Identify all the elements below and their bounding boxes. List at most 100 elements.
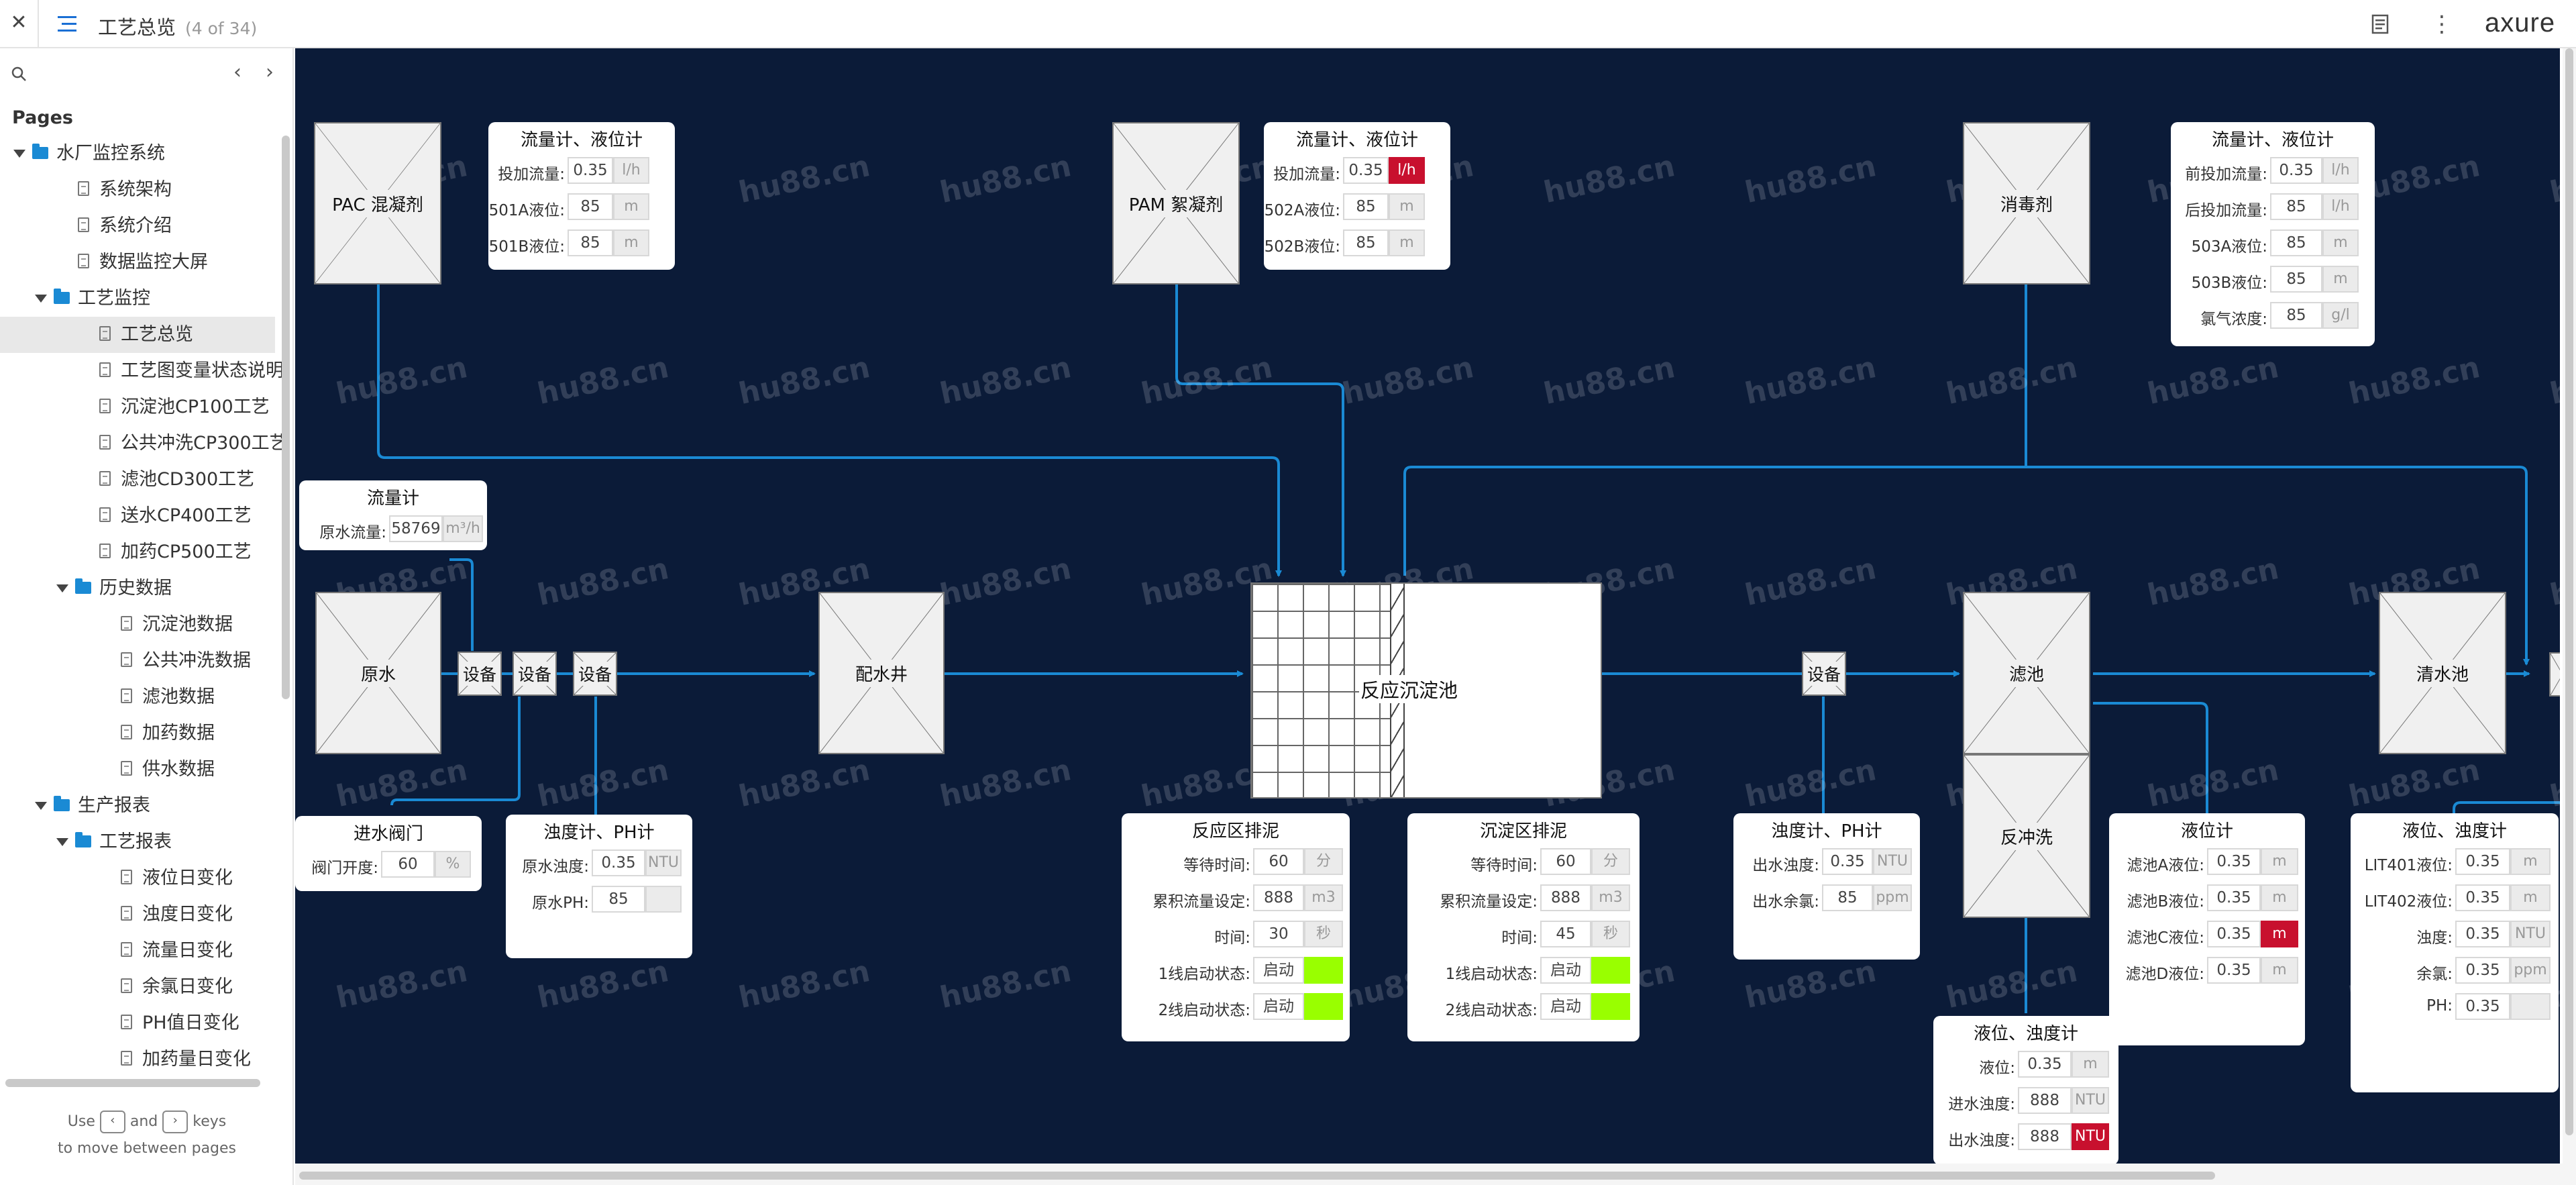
field-value[interactable]: 85 [568, 229, 613, 256]
sidebar-item[interactable]: 液位日变化 [0, 860, 275, 896]
field-value[interactable]: 60 [1540, 848, 1591, 875]
pam-node[interactable]: PAM 絮凝剂 [1112, 122, 1240, 285]
sidebar-item[interactable]: 系统介绍 [0, 208, 275, 244]
field-value[interactable]: 888 [1253, 884, 1304, 911]
search-icon[interactable] [11, 66, 28, 83]
field-value[interactable]: 0.35 [2018, 1051, 2072, 1078]
sidebar-horizontal-scrollbar[interactable] [5, 1079, 260, 1087]
sidebar-item[interactable]: 余氯日变化 [0, 969, 275, 1005]
sidebar-item[interactable]: 流量日变化 [0, 933, 275, 969]
field-value[interactable]: 启动 [1540, 993, 1591, 1020]
more-options-icon[interactable]: ⋮ [2430, 11, 2453, 38]
sidebar-item[interactable]: 工艺报表 [0, 824, 275, 860]
sidebar-item[interactable]: 数据监控大屏 [0, 244, 275, 280]
field-value[interactable]: 60 [1253, 848, 1304, 875]
expand-arrow-icon[interactable] [13, 150, 25, 158]
field-label: 原水浊度: [522, 858, 589, 876]
disinfectant-node[interactable]: 消毒剂 [1963, 122, 2090, 285]
field-value[interactable]: 启动 [1253, 993, 1304, 1020]
sidebar-item[interactable]: 沉淀池数据 [0, 607, 275, 643]
field-value[interactable]: 85 [1343, 193, 1389, 220]
next-device-node[interactable] [2549, 652, 2560, 697]
canvas-vertical-scroll-thumb[interactable] [2565, 48, 2573, 1135]
sidebar-item[interactable]: 浊度日变化 [0, 896, 275, 933]
sidebar-item[interactable]: 工艺图变量状态说明 [0, 353, 284, 389]
distribution-well-node[interactable]: 配水井 [818, 592, 945, 754]
sidebar-vertical-scrollbar[interactable] [282, 136, 290, 699]
sidebar-item[interactable]: 公共冲洗CP300工艺 [0, 425, 288, 462]
field-value[interactable]: 0.35 [2207, 957, 2261, 984]
field-value[interactable]: 0.35 [1343, 157, 1389, 184]
sidebar-item[interactable]: 历史数据 [0, 570, 275, 607]
sidebar-item[interactable]: 加药CP500工艺 [0, 534, 275, 570]
expand-arrow-icon[interactable] [56, 584, 68, 592]
field-value[interactable]: 0.35 [2455, 884, 2510, 911]
field-value[interactable]: 0.35 [2455, 921, 2510, 947]
field-value[interactable]: 0.35 [1822, 848, 1873, 875]
field-value[interactable]: 30 [1253, 921, 1304, 947]
backwash-node[interactable]: 反冲洗 [1963, 754, 2090, 918]
sidebar-item[interactable]: 沉淀池CP100工艺 [0, 389, 275, 425]
field-value[interactable]: 85 [2270, 302, 2322, 329]
field-value[interactable]: 0.35 [2207, 884, 2261, 911]
field-label: 前投加流量: [2185, 166, 2267, 183]
close-icon[interactable]: ✕ [10, 11, 28, 34]
field-value[interactable]: 45 [1540, 921, 1591, 947]
sidebar-item[interactable]: 加药量日变化 [0, 1041, 275, 1078]
sidebar-item[interactable]: 水厂监控系统 [0, 136, 275, 172]
sidebar-item[interactable]: PH值日变化 [0, 1005, 275, 1041]
sidebar-item[interactable]: 工艺总览 [0, 317, 275, 353]
field-value[interactable]: 启动 [1540, 957, 1591, 984]
field-value[interactable]: 0.35 [2455, 993, 2510, 1020]
field-value[interactable]: 85 [1822, 884, 1873, 911]
canvas-vertical-scrollbar[interactable] [2563, 48, 2576, 1185]
canvas-horizontal-scrollbar[interactable] [295, 1164, 2563, 1185]
clear-pool-node[interactable]: 清水池 [2379, 592, 2506, 754]
field-value[interactable]: 0.35 [2455, 957, 2510, 984]
sitemap-menu-icon[interactable] [55, 12, 79, 36]
field-value[interactable]: 85 [2270, 229, 2322, 256]
field-value[interactable]: 85 [2270, 266, 2322, 293]
field-value[interactable]: 85 [568, 193, 613, 220]
expand-arrow-icon[interactable] [35, 802, 47, 810]
sidebar-item[interactable]: 滤池数据 [0, 679, 275, 715]
field-value[interactable]: 0.35 [2207, 848, 2261, 875]
sidebar-item[interactable]: 工艺监控 [0, 280, 275, 317]
sidebar-item[interactable]: 供水数据 [0, 752, 275, 788]
field-value[interactable]: 0.35 [568, 157, 613, 184]
canvas-horizontal-scroll-thumb[interactable] [299, 1172, 2215, 1180]
field-value[interactable]: 888 [2018, 1123, 2072, 1150]
field-value[interactable]: 0.35 [2270, 157, 2322, 184]
sidebar-item[interactable]: 加药数据 [0, 715, 275, 752]
field-value[interactable]: 0.35 [2207, 921, 2261, 947]
sidebar-item[interactable]: 送水CP400工艺 [0, 498, 275, 534]
next-page-icon[interactable]: › [266, 60, 274, 84]
prev-page-icon[interactable]: ‹ [233, 60, 241, 84]
field-value[interactable]: 启动 [1253, 957, 1304, 984]
sidebar-item[interactable]: 系统架构 [0, 172, 275, 208]
field-value[interactable]: 85 [1343, 229, 1389, 256]
sidebar-item[interactable]: 公共冲洗数据 [0, 643, 275, 679]
field-value[interactable]: 85 [2270, 193, 2322, 220]
field-value[interactable]: 0.35 [592, 849, 645, 876]
expand-arrow-icon[interactable] [35, 295, 47, 303]
sidebar-item[interactable]: 滤池CD300工艺 [0, 462, 275, 498]
device-1[interactable]: 设备 [458, 652, 502, 696]
sidebar-item[interactable]: 生产报表 [0, 788, 275, 824]
hint-line2: to move between pages [57, 1140, 237, 1157]
pac-node[interactable]: PAC 混凝剂 [314, 122, 441, 285]
expand-arrow-icon[interactable] [56, 838, 68, 846]
field-value[interactable]: 888 [2018, 1087, 2072, 1114]
field-value[interactable]: 60 [381, 851, 435, 878]
field-value[interactable]: 58769 [389, 515, 443, 542]
device-3[interactable]: 设备 [573, 652, 617, 696]
raw-water-node[interactable]: 原水 [315, 592, 441, 754]
field-value[interactable]: 85 [592, 886, 645, 913]
device-4[interactable]: 设备 [1802, 652, 1846, 696]
notes-icon[interactable] [2368, 12, 2392, 36]
reactor-node[interactable]: 反应沉淀池 [1250, 582, 1602, 798]
filter-node[interactable]: 滤池 [1963, 592, 2090, 754]
field-value[interactable]: 0.35 [2455, 848, 2510, 875]
field-value[interactable]: 888 [1540, 884, 1591, 911]
device-2[interactable]: 设备 [513, 652, 557, 696]
